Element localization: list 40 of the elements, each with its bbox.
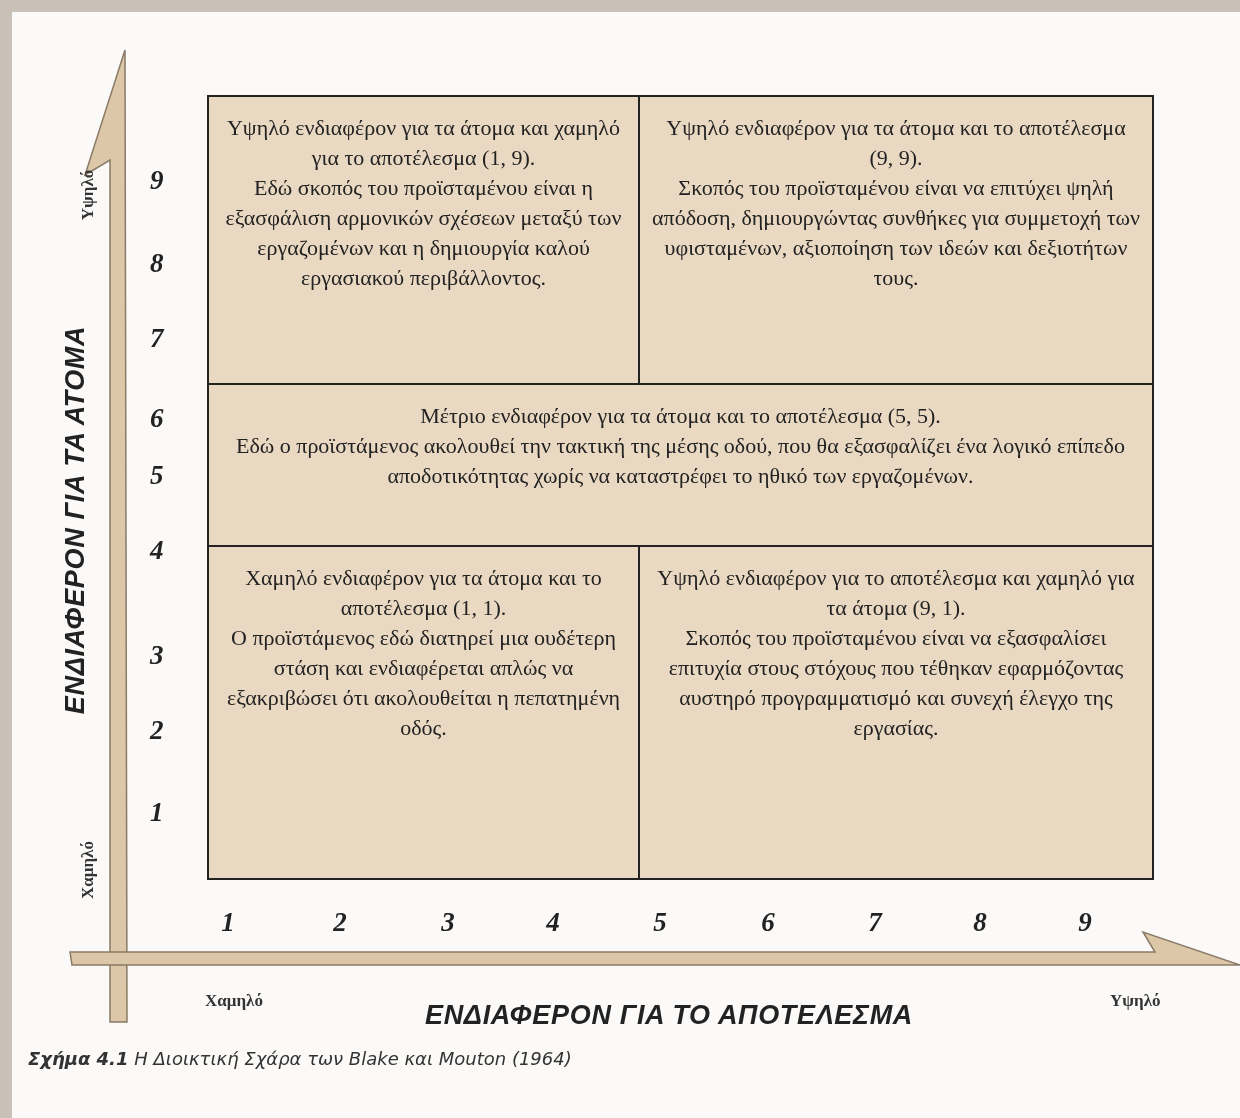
- figure-caption: Σχήμα 4.1 Η Διοικτική Σχάρα των Blake και Mouton (1964): [28, 1047, 572, 1071]
- axis-title: ΕΝΔΙΑΦΕΡΟΝ ΓΙΑ ΤΑ ΑΤΟΜΑ: [59, 325, 90, 715]
- cell-description: Εδώ σκοπός του προϊσταμένου είναι η εξασφάλιση αρμονικών σχέσεων μεταξύ των εργαζομένων και η δημιουργία καλού εργασιακού περιβάλλοντος.: [224, 174, 623, 292]
- cell-description: Σκοπός του προϊσταμένου είναι να επιτύχει ψηλή απόδοση, δημιουργώντας συνθήκες για συμμετοχή των υφισταμένων, αξιοποίηση των ιδεών και δεξιοτήτων τους.: [652, 174, 1140, 292]
- cell-description: Ο προϊστάμενος εδώ διατηρεί μια ουδέτερη στάση και ενδιαφέρεται απλώς να εξακριβώσει ότι ακολουθείται η πεπατημένη οδός.: [225, 624, 622, 742]
- tick-label: 1: [150, 795, 164, 829]
- axis-end-label: Χαμηλό: [78, 841, 98, 899]
- grid-cell: [638, 95, 1154, 385]
- tick-label: 9: [150, 163, 164, 197]
- tick-label: 7: [868, 905, 882, 939]
- cell-heading: Υψηλό ενδιαφέρον για τα άτομα και το αποτέλεσμα (9, 9).: [665, 114, 1127, 172]
- tick-label: 3: [441, 905, 455, 939]
- cell-description: Εδώ ο προϊστάμενος ακολουθεί την τακτική της μέσης οδού, που θα εξασφαλίζει ένα λογικό επίπεδο αποδοτικότητας χωρίς να καταστρέφει το ηθικό των εργαζομένων.: [235, 432, 1126, 490]
- axis-end-label: Υψηλό: [1110, 990, 1161, 1012]
- grid-cell: [207, 383, 1154, 547]
- tick-label: 5: [150, 458, 164, 492]
- cell-description: Σκοπός του προϊσταμένου είναι να εξασφαλίσει επιτυχία στους στόχους που τέθηκαν εφαρμόζοντας αυστηρό προγραμματισμό και συνεχή έλεγχο της εργασίας.: [667, 624, 1125, 742]
- axis-end-label: Υψηλό: [78, 169, 98, 221]
- cell-heading: Υψηλό ενδιαφέρον για τα άτομα και χαμηλό για το αποτέλεσμα (1, 9).: [226, 114, 621, 172]
- cell-heading: Χαμηλό ενδιαφέρον για τα άτομα και το αποτέλεσμα (1, 1).: [244, 564, 603, 622]
- tick-label: 6: [761, 905, 775, 939]
- axis-end-label: Χαμηλό: [205, 990, 263, 1012]
- tick-label: 3: [150, 638, 164, 672]
- tick-label: 6: [150, 401, 164, 435]
- tick-label: 8: [973, 905, 987, 939]
- grid-cell: [207, 545, 640, 880]
- cell-heading: Υψηλό ενδιαφέρον για το αποτέλεσμα και χαμηλό για τα άτομα (9, 1).: [656, 564, 1136, 622]
- axis-title: ΕΝΔΙΑΦΕΡΟΝ ΓΙΑ ΤΟ ΑΠΟΤΕΛΕΣΜΑ: [425, 999, 913, 1032]
- cell-heading: Μέτριο ενδιαφέρον για τα άτομα και το αποτέλεσμα (5, 5).: [420, 402, 941, 430]
- tick-label: 2: [150, 713, 164, 747]
- tick-label: 8: [150, 246, 164, 280]
- grid-cell: [207, 95, 640, 385]
- tick-label: 4: [150, 533, 164, 567]
- grid-cell: [638, 545, 1154, 880]
- tick-label: 2: [333, 905, 347, 939]
- tick-label: 7: [150, 321, 164, 355]
- tick-label: 5: [653, 905, 667, 939]
- tick-label: 9: [1078, 905, 1092, 939]
- tick-label: 1: [221, 905, 235, 939]
- tick-label: 4: [546, 905, 560, 939]
